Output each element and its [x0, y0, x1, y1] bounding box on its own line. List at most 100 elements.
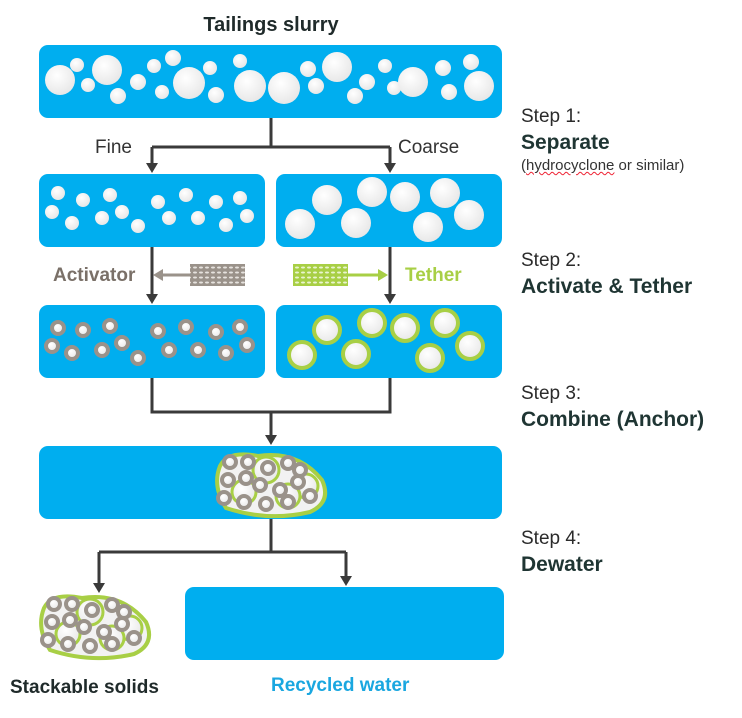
- fine-particle: [162, 211, 176, 225]
- fine-label: Fine: [95, 137, 132, 158]
- stackable-solids-floc-activated-particle: [114, 616, 130, 632]
- stackable-solids-floc-activated-particle: [76, 619, 92, 635]
- arrowhead-icon: [146, 294, 158, 304]
- activated-fine-particle: [239, 337, 255, 353]
- step-number: Step 2:: [521, 250, 582, 271]
- activated-fine-particle: [130, 350, 146, 366]
- slurry-particle: [322, 52, 352, 82]
- fine-particle: [103, 188, 117, 202]
- slurry-particle: [441, 84, 457, 100]
- slurry-particle: [130, 74, 146, 90]
- arrowhead-icon: [93, 583, 105, 593]
- stackable-solids-floc-activated-particle: [84, 602, 100, 618]
- combined-floc-activated-particle: [290, 474, 306, 490]
- activated-fine-particle: [150, 323, 166, 339]
- coarse-particle: [430, 178, 460, 208]
- fine-particle: [233, 191, 247, 205]
- activated-fine-particle: [94, 342, 110, 358]
- recycled-water-box: [185, 587, 504, 660]
- activated-fine-particle: [64, 345, 80, 361]
- step-name: Separate: [521, 131, 610, 154]
- combined-floc-activated-particle: [240, 454, 256, 470]
- coarse-particle: [413, 212, 443, 242]
- coarse-particle: [285, 209, 315, 239]
- step-name: Activate & Tether: [521, 275, 693, 298]
- stackable-solids-floc-activated-particle: [64, 596, 80, 612]
- tethered-coarse-particle: [455, 331, 485, 361]
- arrowhead-icon: [384, 163, 396, 173]
- stackable-solids-floc-activated-particle: [40, 632, 56, 648]
- slurry-particle: [203, 61, 217, 75]
- slurry-particle: [435, 60, 451, 76]
- step-note: (hydrocyclone or similar): [521, 157, 684, 174]
- coarse-particle: [390, 182, 420, 212]
- fine-box: [39, 174, 265, 247]
- connectors: [93, 118, 396, 593]
- slurry-particle: [147, 59, 161, 73]
- slurry-particle: [110, 88, 126, 104]
- slurry-particle: [300, 61, 316, 77]
- slurry-particle: [165, 50, 181, 66]
- activated-fine-particle: [114, 335, 130, 351]
- tethered-coarse-particle: [312, 315, 342, 345]
- slurry-particle: [155, 85, 169, 99]
- combined-floc-activated-particle: [302, 488, 318, 504]
- note-paren: (: [521, 157, 526, 174]
- slurry-particle: [70, 58, 84, 72]
- slurry-particle: [81, 78, 95, 92]
- slurry-particle: [387, 81, 401, 95]
- step-2: Step 2: Activate & Tether: [521, 250, 692, 299]
- fine-particle: [179, 188, 193, 202]
- particles: [39, 50, 494, 661]
- arrowhead-icon: [265, 435, 277, 445]
- coarse-label: Coarse: [398, 137, 460, 158]
- slurry-particle: [234, 70, 266, 102]
- slurry-particle: [464, 71, 494, 101]
- step-1: Step 1: Separate (hydrocyclone or simila…: [521, 106, 684, 174]
- activated-fine-particle: [50, 320, 66, 336]
- tethered-coarse-particle: [415, 343, 445, 373]
- activated-fine-particle: [102, 318, 118, 334]
- slurry-particle: [208, 87, 224, 103]
- fine-particle: [240, 209, 254, 223]
- slurry-particle: [92, 55, 122, 85]
- combined-floc-activated-particle: [260, 460, 276, 476]
- stackable-solids-floc-activated-particle: [62, 612, 78, 628]
- step-name: Combine (Anchor): [521, 408, 705, 431]
- coarse-particle: [312, 185, 342, 215]
- stackable-solids-floc-activated-particle: [116, 604, 132, 620]
- combined-floc-activated-particle: [272, 482, 288, 498]
- activated-fine-particle: [218, 345, 234, 361]
- stackable-solids-floc-activated-particle: [46, 596, 62, 612]
- activated-fine-particle: [44, 338, 60, 354]
- combined-floc-activated-particle: [220, 472, 236, 488]
- fine-particle: [95, 211, 109, 225]
- activated-fine-particle: [232, 319, 248, 335]
- activator-reagent-icon: [153, 264, 245, 286]
- arrowhead-icon: [384, 294, 396, 304]
- combined-floc-activated-particle: [252, 477, 268, 493]
- coarse-particle: [454, 200, 484, 230]
- combined-floc-activated-particle: [292, 462, 308, 478]
- slurry-particle: [308, 78, 324, 94]
- stackable-solids-floc-activated-particle: [82, 638, 98, 654]
- recycled-water-label: Recycled water: [271, 675, 410, 696]
- combined-floc-activated-particle: [258, 496, 274, 512]
- slurry-particle: [173, 67, 205, 99]
- combined-floc-activated-particle: [280, 455, 296, 471]
- fine-particle: [131, 219, 145, 233]
- step-4: Step 4: Dewater: [521, 528, 603, 577]
- stackable-solids-label: Stackable solids: [10, 677, 159, 698]
- fine-particle: [45, 205, 59, 219]
- coarse-particle: [341, 208, 371, 238]
- step-number: Step 4:: [521, 528, 582, 549]
- tethered-coarse-particle: [341, 339, 371, 369]
- stackable-solids-floc-activated-particle: [60, 636, 76, 652]
- fine-particle: [65, 216, 79, 230]
- slurry-particle: [463, 54, 479, 70]
- stackable-solids-floc-activated-particle: [126, 630, 142, 646]
- activator-arrowhead-icon: [153, 269, 163, 281]
- tether-reagent-icon: [293, 264, 388, 286]
- arrowhead-icon: [340, 576, 352, 586]
